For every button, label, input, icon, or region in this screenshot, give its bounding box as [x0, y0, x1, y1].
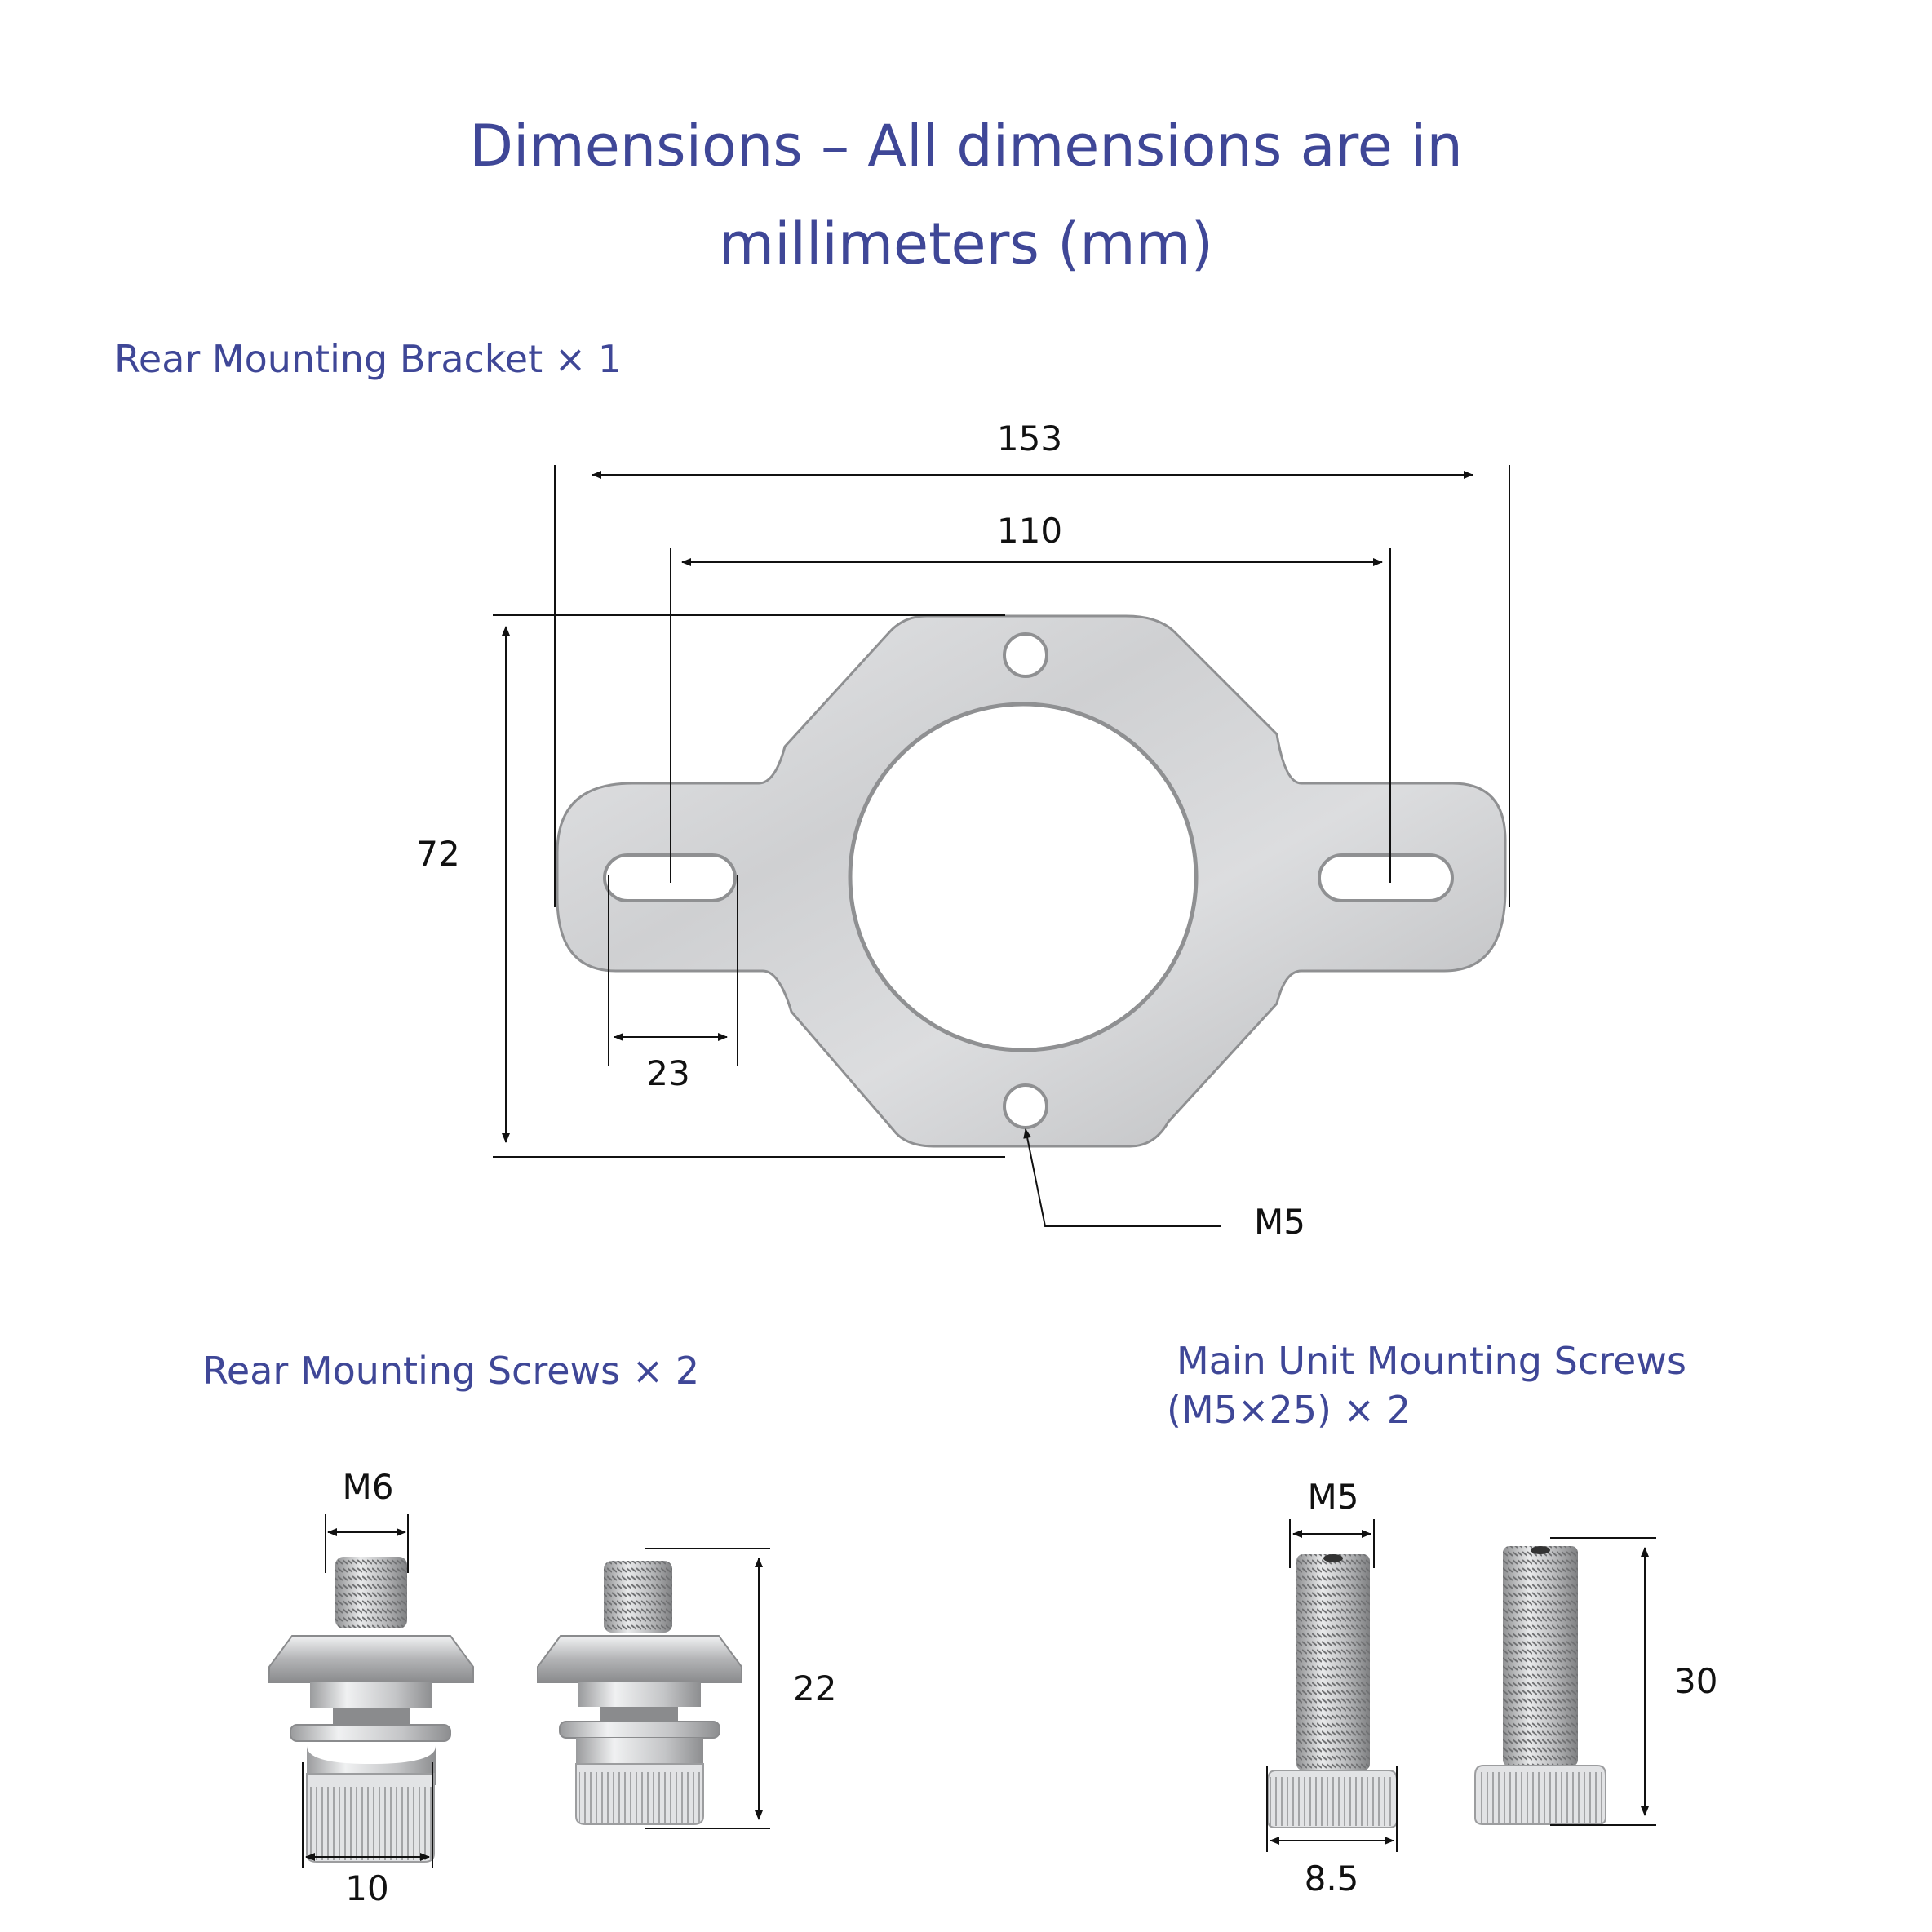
dim-label-main-thread: M5: [1307, 1477, 1359, 1517]
page-title-line-2: millimeters (mm): [718, 210, 1214, 277]
dim-label-rear-length: 22: [793, 1668, 837, 1708]
section-title-rear-screws: Rear Mounting Screws × 2: [202, 1349, 700, 1393]
dim-label-overall-width: 153: [996, 419, 1063, 459]
bracket-center-opening: [848, 702, 1199, 1052]
rear-mounting-screw-right: [537, 1561, 742, 1825]
bracket-bottom-hole: [1003, 1083, 1048, 1129]
rear-mounting-screw-left: [268, 1557, 474, 1863]
section-title-main-screws-line-1: Main Unit Mounting Screws: [1176, 1339, 1686, 1383]
dim-label-main-length: 30: [1674, 1661, 1718, 1701]
rear-screw-dimension-lines: [302, 1514, 770, 1868]
dim-label-height: 72: [416, 834, 460, 874]
rear-mounting-bracket: [556, 614, 1507, 1148]
bracket-top-hole: [1003, 632, 1048, 678]
section-title-bracket: Rear Mounting Bracket × 1: [114, 337, 623, 381]
main-unit-screw-left: [1267, 1554, 1398, 1828]
dim-label-rear-thread: M6: [342, 1467, 394, 1507]
page-title-line-1: Dimensions – All dimensions are in: [469, 113, 1463, 179]
dim-label-rear-head: 10: [345, 1868, 389, 1908]
bracket-dimension-lines: [493, 465, 1510, 1227]
main-unit-screw-right: [1474, 1546, 1606, 1825]
dim-label-hole-size: M5: [1254, 1202, 1305, 1242]
bracket-right-slot: [1318, 853, 1454, 902]
dim-label-slot-width: 23: [646, 1053, 690, 1093]
dim-label-main-head: 8.5: [1304, 1859, 1359, 1899]
dim-label-slot-spacing: 110: [996, 511, 1063, 551]
main-screw-dimension-lines: [1266, 1519, 1656, 1852]
section-title-main-screws-line-2: (M5×25) × 2: [1167, 1388, 1411, 1432]
